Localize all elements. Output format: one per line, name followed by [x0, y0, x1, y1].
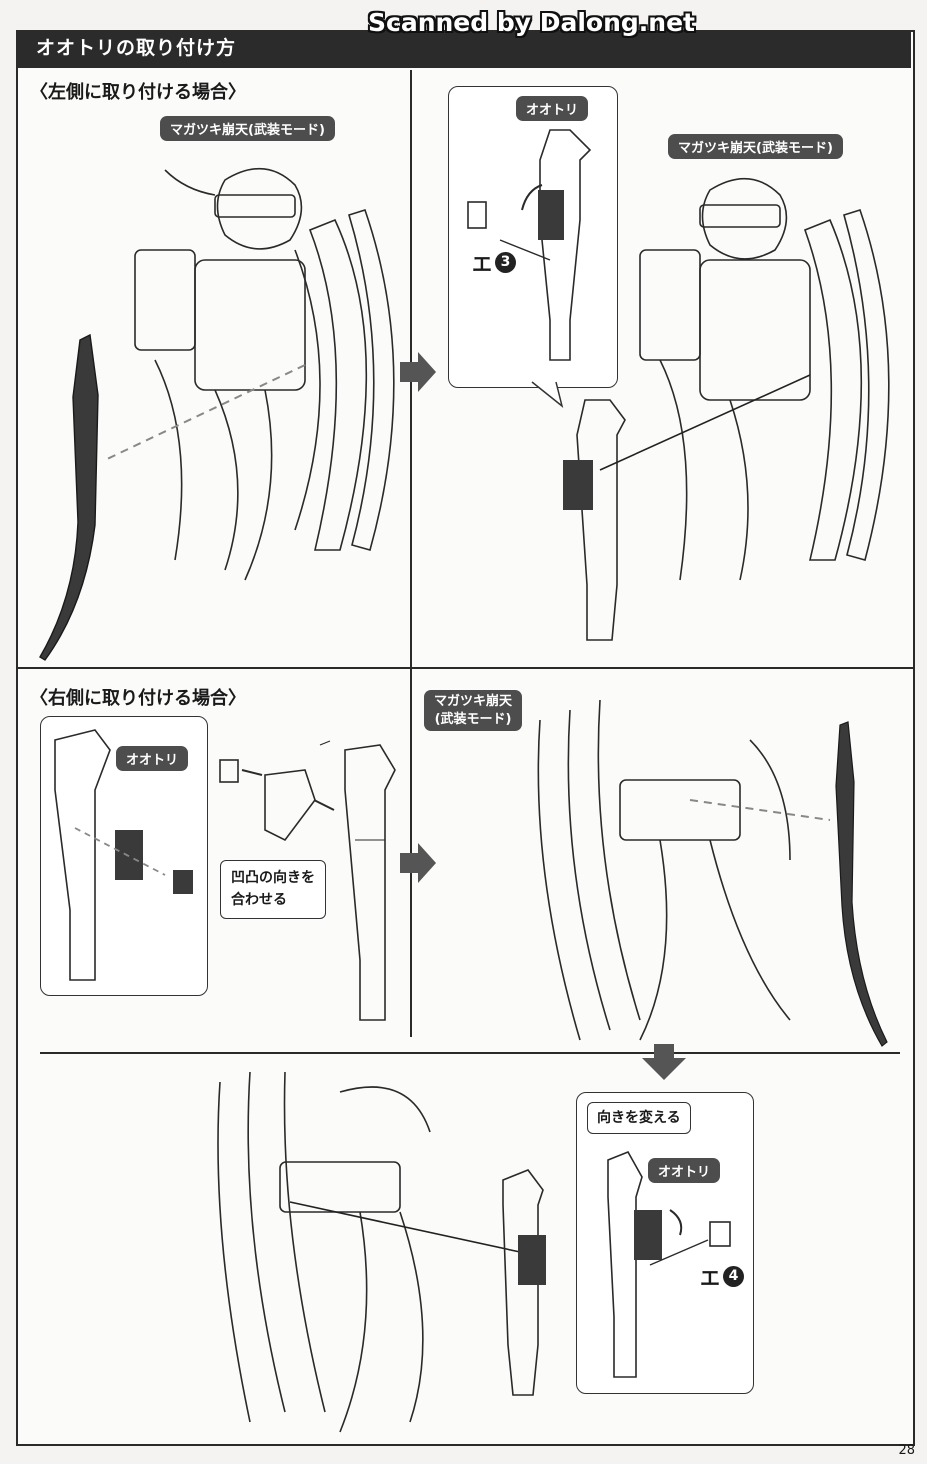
align-note-line2: 合わせる [231, 892, 287, 909]
callout-box-oatori-left [448, 86, 618, 388]
part-code-e4: エ 4 [700, 1262, 744, 1291]
page-title: オオトリの取り付け方 [36, 37, 237, 59]
page-number: 28 [898, 1443, 915, 1458]
turn-note: 向きを変える [587, 1102, 691, 1135]
assembly-illustration-right [219, 740, 335, 842]
horizontal-divider-1 [16, 667, 913, 669]
part-number-badge-bottom: 4 [723, 1266, 744, 1287]
section-title-left: 〈左側に取り付ける場合〉 [30, 82, 246, 103]
figure-illustration-bottom [217, 1071, 521, 1433]
horizontal-divider-2 [40, 1052, 900, 1054]
figure-illustration-mid [537, 699, 888, 1047]
step-arrow-right-2 [400, 843, 436, 883]
figure-label-mid-line2: (武装モード) [434, 711, 512, 727]
callout-label-left: オオトリ [516, 96, 589, 121]
callout-label-bottom: オオトリ [648, 1158, 721, 1183]
oatori-part-illustration [563, 399, 626, 641]
part-code-letter: エ [472, 252, 492, 276]
align-note: 凹凸の向きを 合わせる [220, 860, 326, 919]
figure-illustration-left [39, 167, 395, 661]
part-code-letter-bottom: エ [700, 1266, 720, 1290]
step-arrow-down [642, 1044, 686, 1080]
step-arrow-right-1 [400, 352, 436, 392]
oatori-part-illustration-right [344, 744, 396, 1021]
figure-label-left: マガツキ崩天(武装モード) [160, 116, 335, 141]
figure-illustration-right-top [599, 177, 890, 581]
figure-label-right-top: マガツキ崩天(武装モード) [668, 134, 843, 159]
section-title-right: 〈右側に取り付ける場合〉 [30, 688, 246, 709]
callout-label-right: オオトリ [116, 746, 189, 771]
figure-label-mid-line1: マガツキ崩天 [434, 694, 513, 709]
header-bar [16, 30, 911, 68]
callout-illustration-bottom [607, 1150, 731, 1378]
figure-label-mid: マガツキ崩天 (武装モード) [424, 690, 523, 732]
callout-box-oatori-bottom [576, 1092, 754, 1394]
callout-illustration-left [467, 129, 592, 361]
callout-illustration-right [54, 729, 193, 981]
callout-pointer-left [531, 381, 564, 408]
align-note-line1: 凹凸の向きを [231, 870, 315, 886]
scan-watermark: Scanned by Dalong.net [368, 8, 696, 37]
part-number-badge: 3 [495, 252, 516, 273]
oatori-part-illustration-bottom [502, 1169, 546, 1396]
part-code-e3: エ 3 [472, 248, 516, 277]
